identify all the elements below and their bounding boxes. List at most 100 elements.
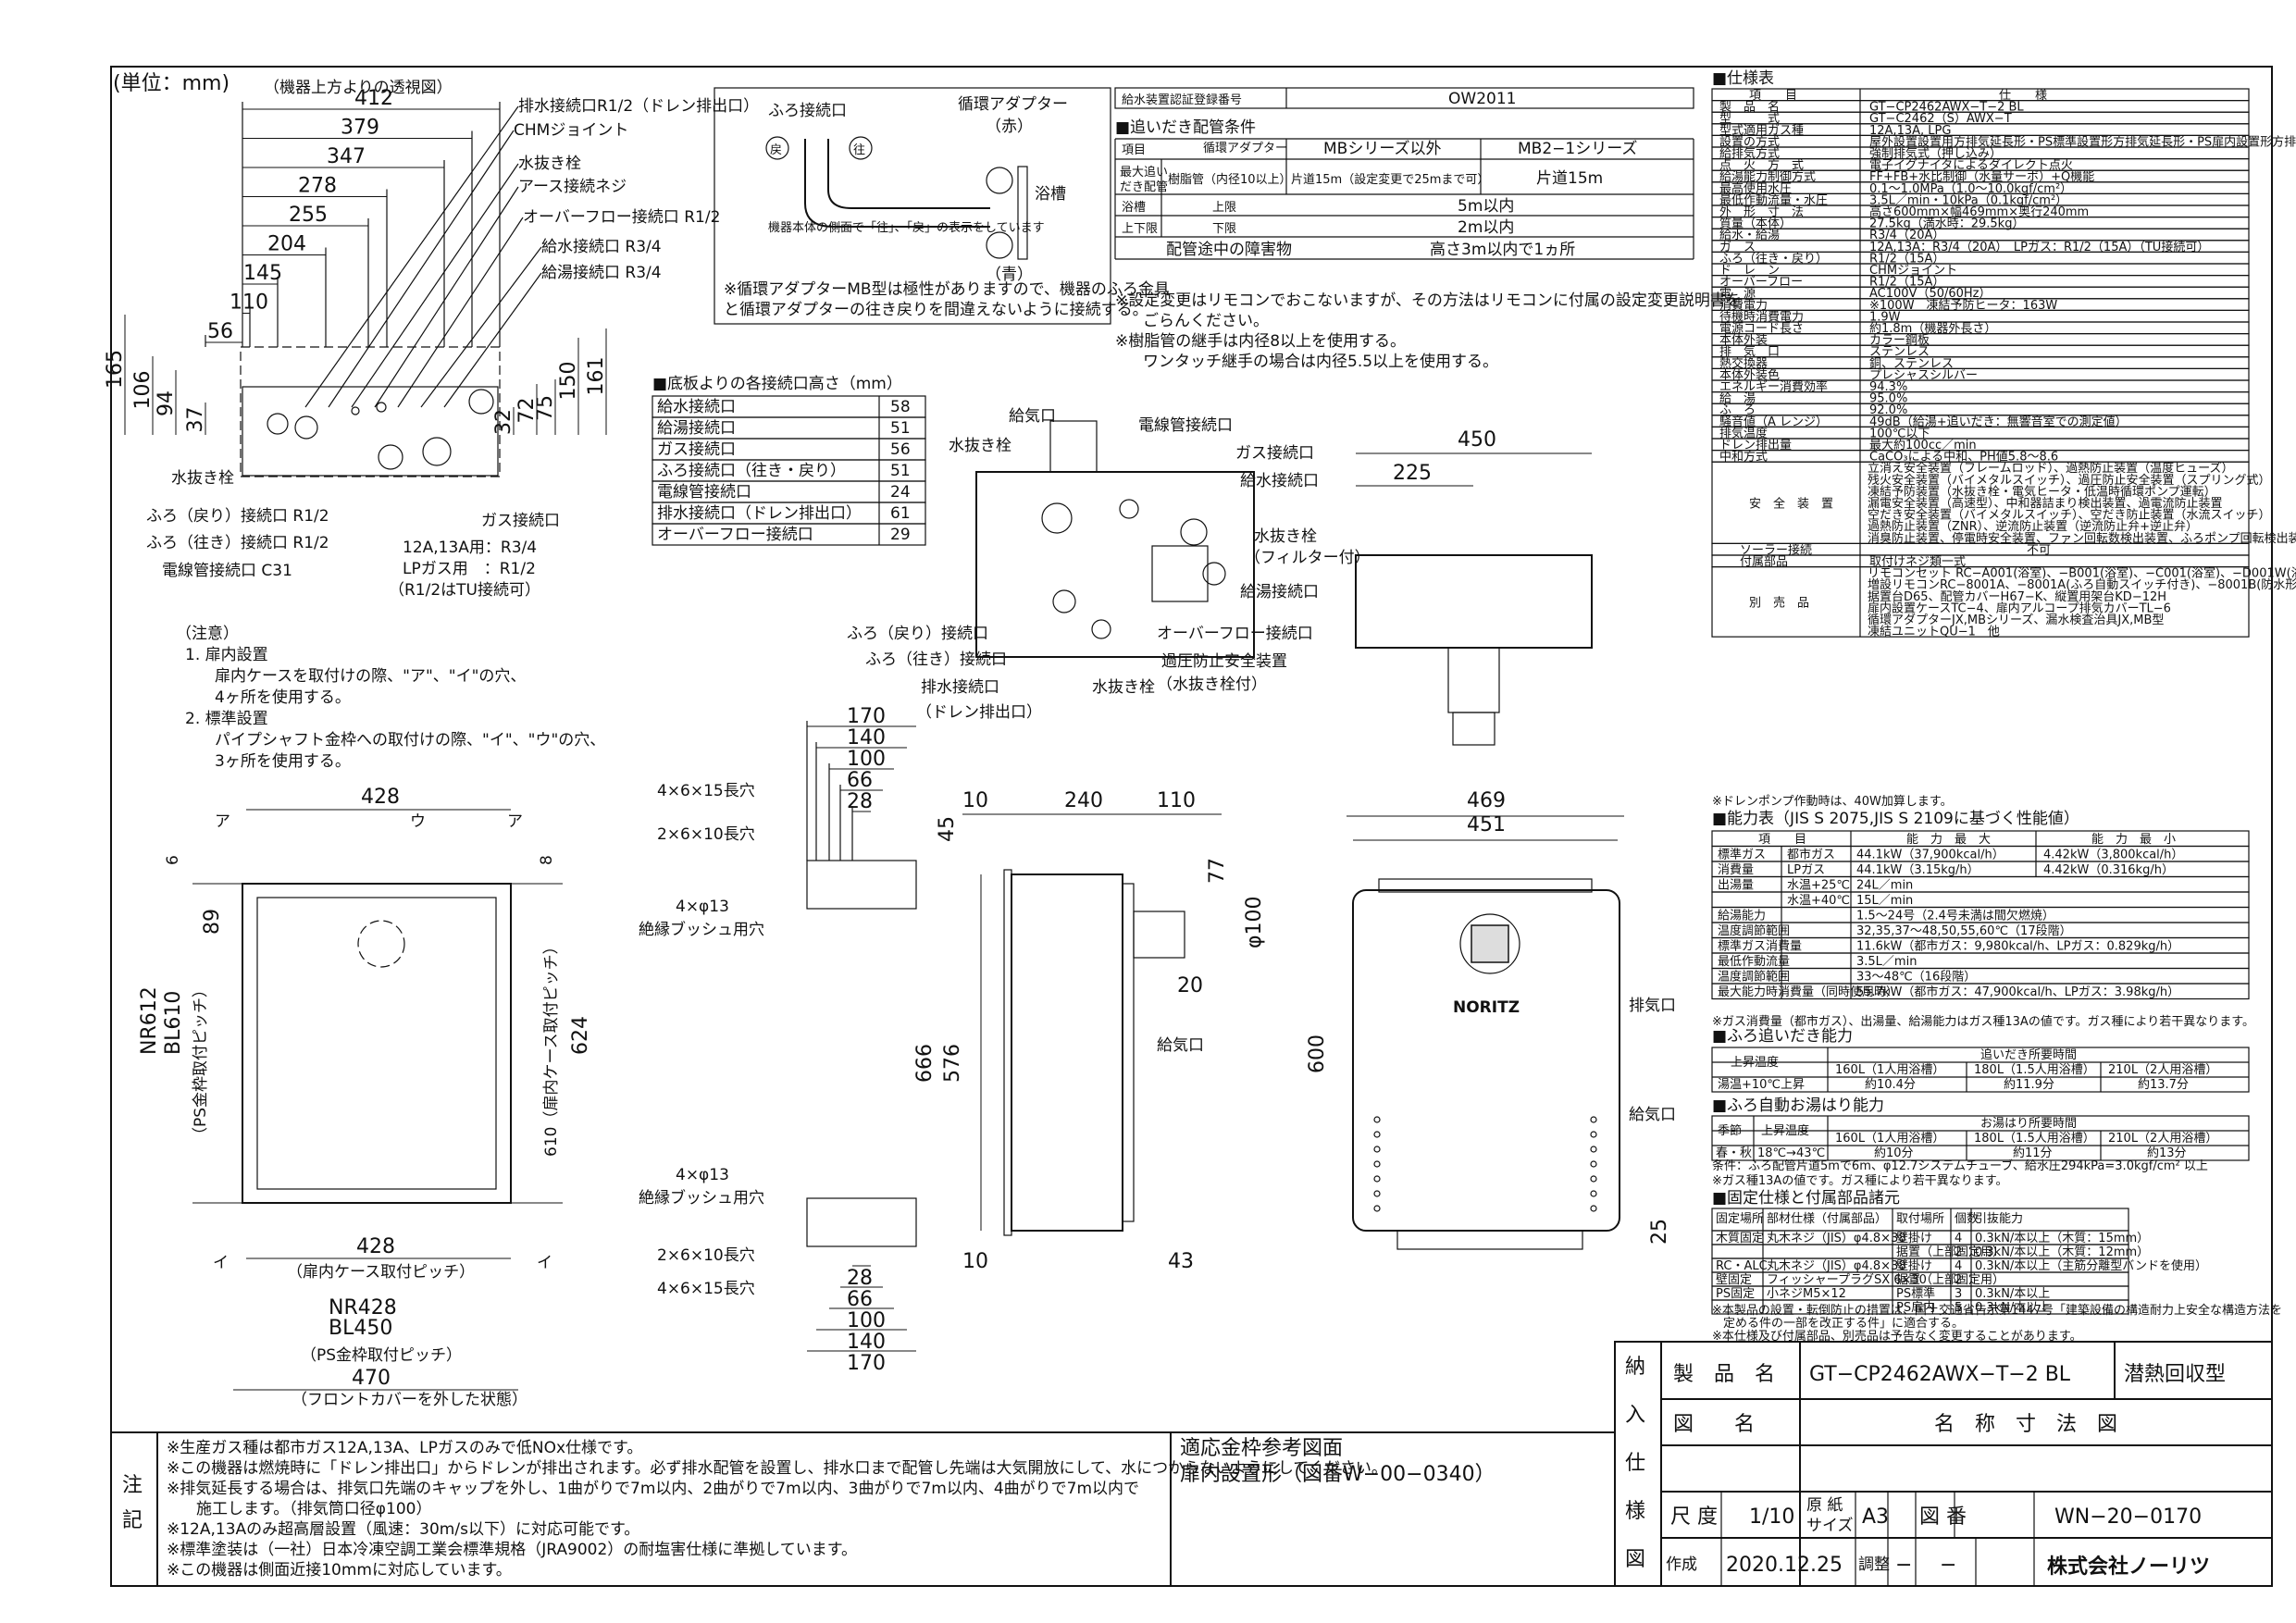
fixing-cell: フィッシャープラグSX 6×30: [1767, 1273, 1927, 1287]
front-view: 469 451 600 25 NORITZ 排気口 給気口: [1306, 789, 1676, 1250]
tb-drawing: 名 称 寸 法 図: [1934, 1413, 2117, 1436]
intake-vents: [1373, 1116, 1597, 1212]
mounting-frame-view: 428 ア ウ ア イ イ 6 89 8 624 NR612 BL610 （PS…: [138, 786, 592, 1409]
frame-top-width: 428: [361, 786, 400, 809]
vent-dot: [1373, 1131, 1381, 1138]
side-flue: [1133, 911, 1185, 959]
spec-key: ド レ ン: [1719, 264, 1780, 278]
bath-wall: [1017, 166, 1028, 260]
gas-port-label: ガス接続口: [481, 512, 560, 530]
frame-bottom: 428: [356, 1235, 395, 1258]
spec-row: [1711, 367, 2250, 381]
cap-row: [1711, 967, 2250, 985]
front-dim: 25: [1648, 1219, 1671, 1245]
top-callout: 給湯接続口 R3/4: [541, 264, 662, 282]
footnote-label: 注: [122, 1474, 143, 1497]
spec-safety-line: 残火安全装置（バイメタルスイッチ）、過圧防止安全装置（スプリング式）: [1868, 473, 2271, 488]
cap-cell: 32,35,37〜48,50,55,60℃（17段階）: [1856, 924, 2072, 938]
front-top-bar: [1378, 878, 1593, 893]
vent-dot: [1373, 1160, 1381, 1168]
bottom-view-right-labels: 電線管接続口ガス接続口給水接続口水抜き栓（フィルター付）給湯接続口オーバーフロー…: [1138, 416, 1371, 694]
top-view-body: [240, 346, 501, 477]
bottom-view: 給気口水抜き栓ふろ（戻り）接続口ふろ（往き）接続口排水接続口（ドレン排出口）水抜…: [847, 407, 1371, 722]
gas-note-2: LPガス用 ：R1/2: [403, 560, 536, 578]
tb-date: 2020.12.25: [1726, 1554, 1843, 1577]
tsv-body: [1355, 554, 1593, 649]
spec-value: カラー鋼板: [1869, 334, 1930, 348]
spec-key: 外 形 寸 法: [1719, 205, 1804, 219]
cap-cell: 4.42kW（3,800kcal/h）: [2043, 849, 2183, 862]
fixing-cell: PS標準: [1896, 1286, 1935, 1301]
top-side-view: 450 225: [1355, 428, 1593, 746]
spec-key: 本体外装: [1719, 334, 1768, 348]
cap-cell: 3.5L／min: [1856, 955, 1917, 969]
reheat-cell: 下限: [1212, 222, 1236, 236]
top-width-dim: 145: [243, 262, 282, 285]
circ-label: 往: [853, 143, 865, 157]
cap-row: [1711, 952, 2250, 970]
fixing-cell: 2: [1955, 1245, 1962, 1259]
fixing-table: ■固定仕様と付属部品諸元 固定場所部材仕様（付属部品）取付場所個数引抜能力木質固…: [1711, 1189, 2282, 1344]
top-callout: オーバーフロー接続口 R1/2: [523, 208, 720, 227]
spec-value: 1.9W: [1869, 310, 1901, 324]
bracket-hole: 4×φ13: [676, 1166, 729, 1184]
top-view-ports: [267, 389, 494, 470]
spec-sold-line: 増設リモコンRC−8001A、−8001A(ふろ自動スイッチ付き)、−8001B…: [1868, 577, 2296, 592]
side-dim: 45: [936, 816, 959, 842]
side-dim: 77: [1206, 858, 1229, 884]
spec-safety-line: 消臭防止装置、停電時安全装置、ファン回転数検出装置、ふろポンプ回転検出装置: [1868, 531, 2296, 546]
spec-value: 27.5kg（満水時：29.5kg）: [1869, 217, 2024, 231]
spec-value: 92.0%: [1869, 403, 1907, 417]
frame-bottom: BL450: [329, 1317, 392, 1340]
port-circle: [294, 415, 318, 440]
bottom-view-label: 水抜き栓: [949, 437, 1011, 455]
top-width-dim: 255: [289, 204, 328, 227]
notes-line: 1. 扉内設置: [185, 646, 268, 664]
reheat-row: [1711, 1047, 2250, 1093]
side-dim: 110: [1157, 789, 1196, 812]
cap-header: 項 目: [1758, 833, 1806, 847]
spec-value: GT−CP2462AWX−T−2 BL: [1869, 101, 2024, 115]
autofill-header: 季節: [1718, 1124, 1742, 1138]
spec-key: エネルギー消費効率: [1719, 379, 1828, 394]
spec-key: 騒音値（A レンジ）: [1719, 415, 1828, 429]
tb-side-char: 様: [1625, 1500, 1645, 1523]
reheat-cell: 樹脂管（内径10以上）: [1168, 172, 1292, 187]
frame-mark: ア: [507, 812, 523, 831]
adapter-red: [986, 167, 1013, 194]
bottom-view-label: 給気口: [1009, 407, 1056, 426]
spec-safety-line: 凍結予防装置（水抜き栓・電気ヒータ・低温時循環ポンプ運転）: [1868, 484, 2216, 499]
top-height-dim: 75: [534, 395, 557, 421]
spec-value: プレシャスシルバー: [1869, 368, 1978, 382]
vent-dot: [1373, 1190, 1381, 1197]
cap-cell: 最大能力時消費量（同時使用時）: [1718, 985, 1898, 999]
fixing-cell: PS扉内: [1896, 1300, 1935, 1315]
fixing-note: 定める件の一部を改正する件」に適合する。: [1723, 1316, 1964, 1331]
spec-key: 点 火 方 式: [1719, 158, 1804, 173]
bracket-dim: 170: [847, 1352, 886, 1375]
tb-company: 株式会社ノーリツ: [2047, 1555, 2210, 1579]
reheat-header: 項目: [1122, 143, 1146, 157]
autofill-col: 160L（1人用浴槽）: [1835, 1132, 1944, 1146]
circ-label: 戻: [770, 143, 782, 157]
tsv-dim: 450: [1458, 428, 1496, 452]
side-dim: φ100: [1243, 896, 1266, 948]
side-view: 10 240 110 45 77 φ100 20 666 576 10 43 給…: [913, 789, 1266, 1273]
frame-mark: ア: [215, 812, 230, 831]
fixing-cell: 0.3kN/本以上（木質：15mm）: [1975, 1232, 2149, 1245]
leader: [304, 105, 519, 408]
frame-opening: [357, 920, 405, 968]
capacity-table: ■能力表（JIS S 2075,JIS S 2109に基づく性能値） 項 目能 …: [1711, 810, 2254, 1029]
tb-side-char: 入: [1625, 1404, 1645, 1427]
cap-cell: 24L／min: [1856, 879, 1913, 893]
front-dim: 451: [1467, 813, 1506, 836]
frame-mark: イ: [537, 1254, 552, 1272]
reheat-cell: 上下限: [1122, 222, 1158, 236]
reheat-val: 約13.7分: [2138, 1078, 2189, 1092]
spec-row: [1711, 403, 2250, 416]
adapter-blue: [986, 231, 1013, 259]
